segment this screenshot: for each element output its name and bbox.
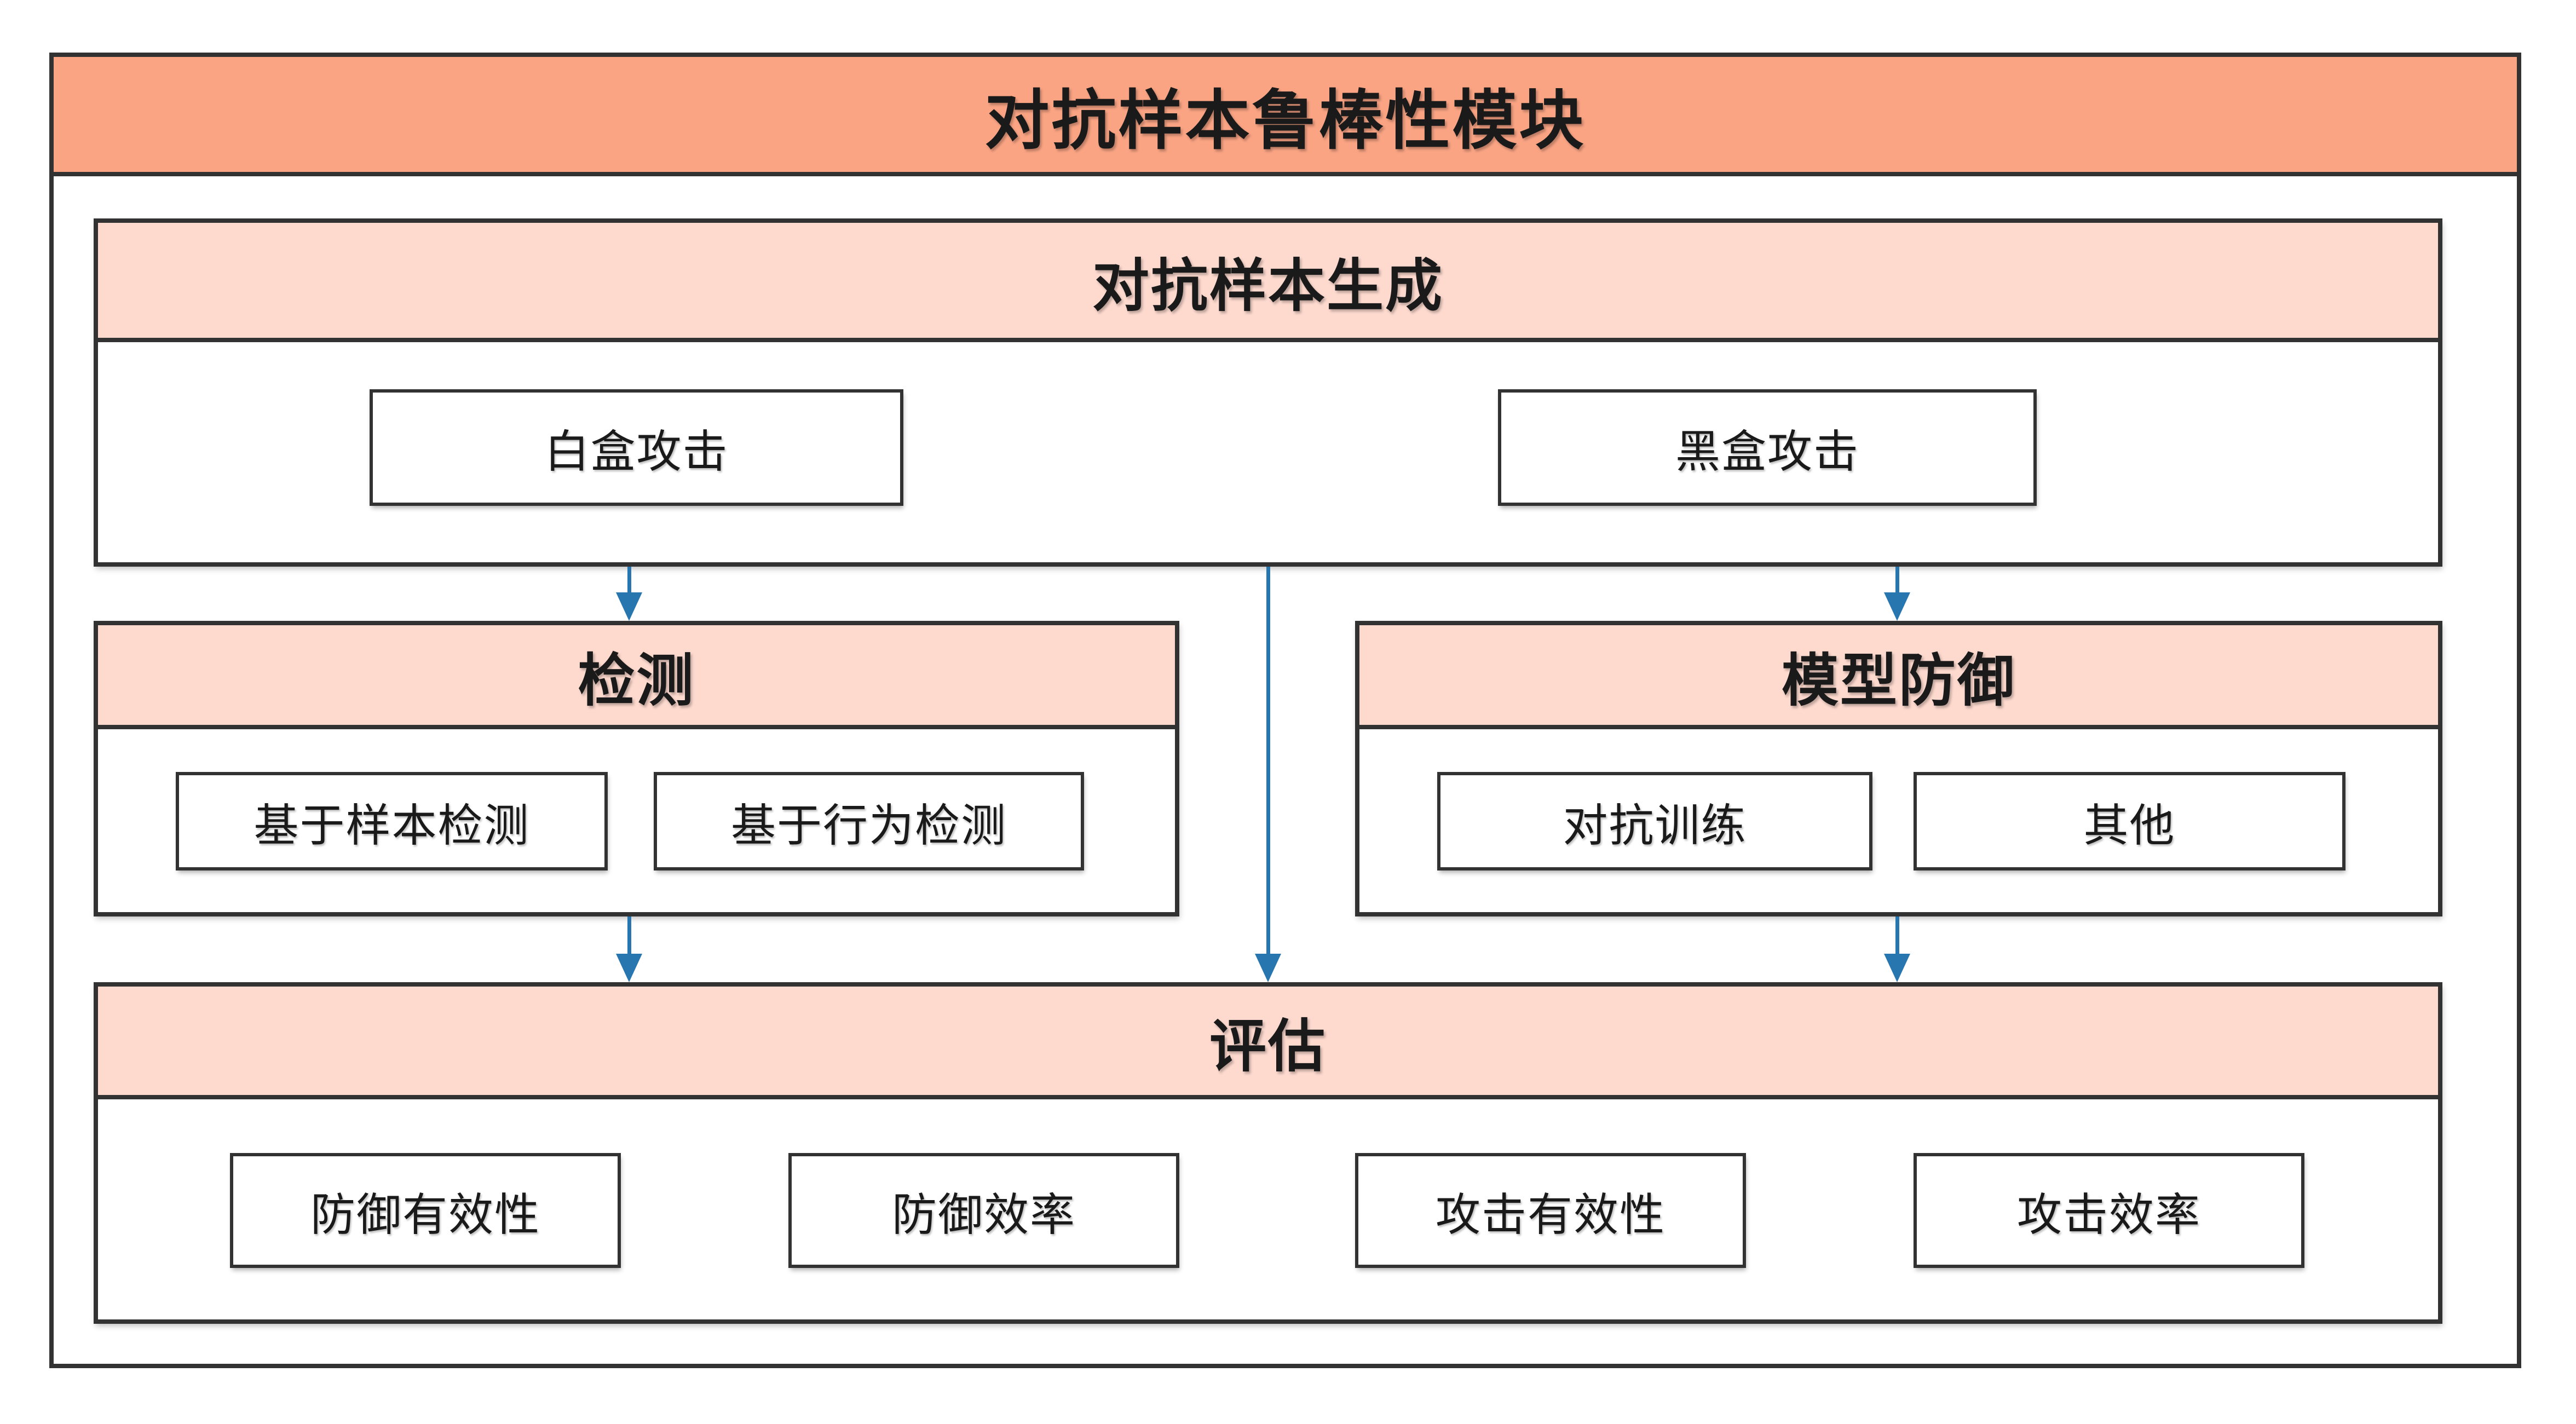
node-black-box-attack-label: 黑盒攻击 — [1675, 427, 1859, 477]
section-model-defense-header: 模型防御 — [1359, 625, 2438, 729]
node-defense-efficiency: 防御效率 — [788, 1153, 1179, 1268]
section-generation: 对抗样本生成 白盒攻击 黑盒攻击 — [94, 218, 2442, 567]
node-behavior-based-detection: 基于行为检测 — [654, 772, 1084, 870]
section-evaluation-header: 评估 — [98, 987, 2438, 1099]
flow-arrow-detection-to-evaluation — [616, 916, 642, 982]
flow-arrow-generation-to-evaluation — [1255, 567, 1281, 982]
node-sample-based-detection: 基于样本检测 — [176, 772, 608, 870]
node-white-box-attack-label: 白盒攻击 — [544, 427, 729, 477]
node-other-label: 其他 — [2083, 800, 2176, 851]
flow-arrow-generation-to-detection — [616, 567, 642, 621]
node-adversarial-training-label: 对抗训练 — [1563, 800, 1747, 851]
node-behavior-based-detection-label: 基于行为检测 — [730, 800, 1007, 851]
node-attack-effectiveness-label: 攻击有效性 — [1435, 1190, 1666, 1240]
node-sample-based-detection-label: 基于样本检测 — [253, 800, 530, 851]
arrow-line — [1895, 567, 1899, 592]
section-model-defense-title: 模型防御 — [1781, 649, 2016, 713]
arrow-line — [1266, 567, 1270, 954]
node-white-box-attack: 白盒攻击 — [370, 389, 903, 506]
section-evaluation: 评估 防御有效性 防御效率 攻击有效性 攻击效率 — [94, 982, 2442, 1324]
node-defense-effectiveness-label: 防御有效性 — [310, 1190, 540, 1240]
node-adversarial-training: 对抗训练 — [1437, 772, 1872, 870]
arrow-line — [1895, 916, 1899, 954]
section-detection-header: 检测 — [98, 625, 1175, 729]
flow-arrow-defense-to-evaluation — [1884, 916, 1910, 982]
section-generation-header: 对抗样本生成 — [98, 223, 2438, 342]
node-attack-effectiveness: 攻击有效性 — [1355, 1153, 1746, 1268]
node-other: 其他 — [1914, 772, 2346, 870]
arrow-head-icon — [1884, 954, 1910, 982]
arrow-line — [627, 567, 631, 592]
arrow-head-icon — [1884, 592, 1910, 621]
arrow-head-icon — [616, 954, 642, 982]
section-model-defense: 模型防御 对抗训练 其他 — [1355, 621, 2442, 916]
section-detection: 检测 基于样本检测 基于行为检测 — [94, 621, 1179, 916]
section-evaluation-title: 评估 — [1209, 1014, 1327, 1079]
node-attack-efficiency-label: 攻击效率 — [2016, 1190, 2201, 1240]
module-title: 对抗样本鲁棒性模块 — [984, 84, 1586, 157]
arrow-line — [627, 916, 631, 954]
node-black-box-attack: 黑盒攻击 — [1498, 389, 2037, 506]
node-defense-effectiveness: 防御有效性 — [230, 1153, 621, 1268]
flow-arrow-generation-to-defense — [1884, 567, 1910, 621]
section-generation-title: 对抗样本生成 — [1092, 254, 1444, 318]
arrow-head-icon — [1255, 954, 1281, 982]
section-detection-title: 检测 — [578, 649, 695, 713]
arrow-head-icon — [616, 592, 642, 621]
node-attack-efficiency: 攻击效率 — [1914, 1153, 2304, 1268]
node-defense-efficiency-label: 防御效率 — [891, 1190, 1076, 1240]
module-title-bar: 对抗样本鲁棒性模块 — [54, 57, 2517, 176]
